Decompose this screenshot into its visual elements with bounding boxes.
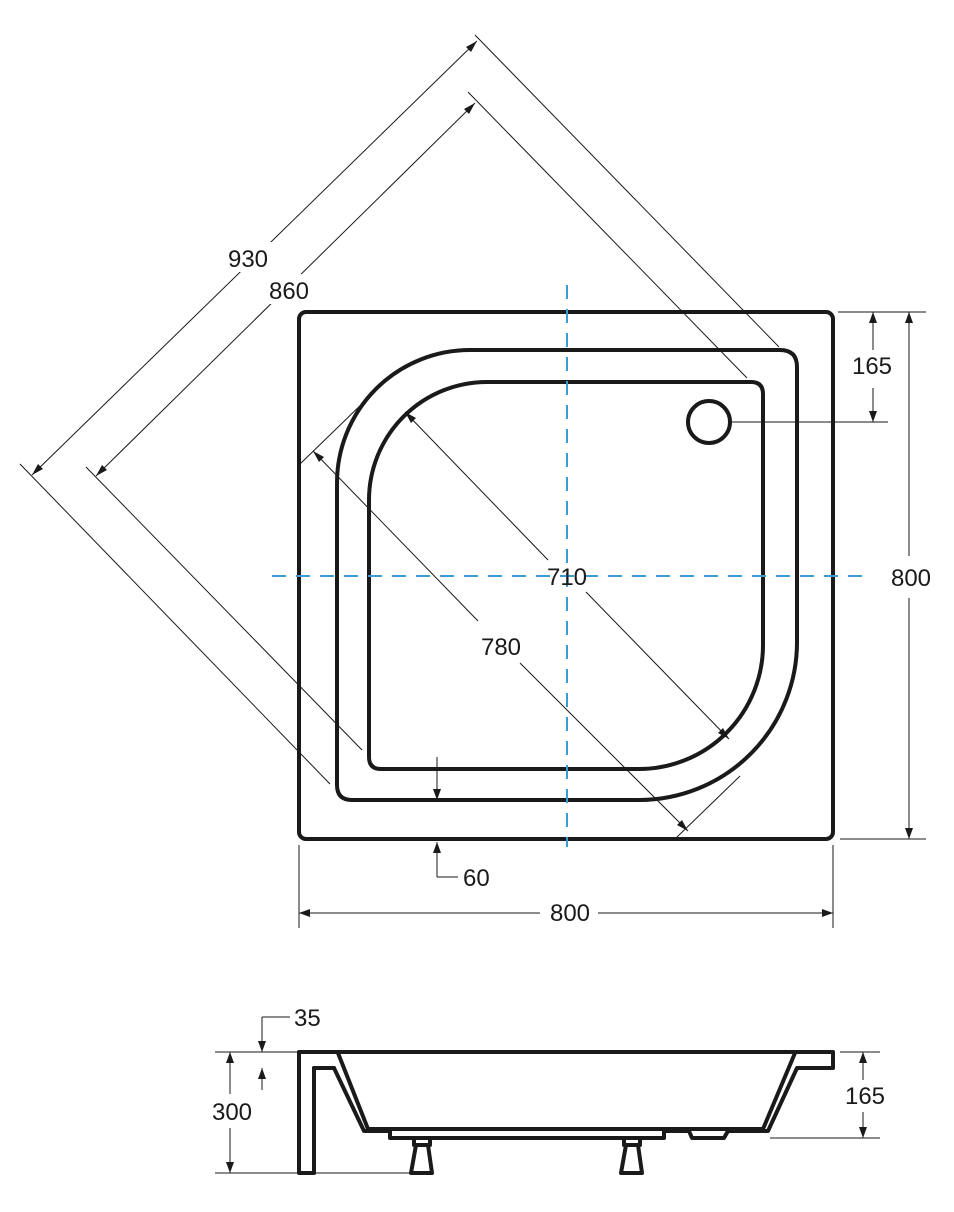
dim-800-height-label: 800 bbox=[891, 565, 931, 592]
dimension-710: 710 bbox=[404, 411, 730, 740]
tray-side-profile bbox=[297, 1050, 835, 1175]
dim-930-label: 930 bbox=[228, 246, 268, 273]
dimension-165-top: 165 bbox=[731, 311, 892, 423]
dim-800-width-label: 800 bbox=[550, 900, 590, 927]
support-foot-left bbox=[409, 1136, 434, 1175]
dimension-930: 930 bbox=[19, 34, 780, 785]
basin-side-inner bbox=[336, 1051, 797, 1131]
dimension-300: 300 bbox=[212, 1051, 410, 1174]
drain-hole bbox=[686, 399, 732, 445]
dimension-800-height: 800 bbox=[840, 311, 931, 840]
dim-710-label: 710 bbox=[547, 564, 587, 591]
basin-rim-outline bbox=[335, 348, 800, 802]
side-view: 35 300 165 bbox=[212, 1005, 885, 1175]
dim-35-label: 35 bbox=[294, 1005, 321, 1032]
dim-60-label: 60 bbox=[463, 865, 490, 892]
basin-floor-outline bbox=[367, 379, 765, 771]
dimension-35: 35 bbox=[258, 1005, 321, 1090]
dimension-165-side: 165 bbox=[770, 1051, 885, 1139]
dim-165-side-label: 165 bbox=[845, 1083, 885, 1110]
dimension-800-width: 800 bbox=[298, 845, 834, 928]
dim-860-label: 860 bbox=[269, 278, 309, 305]
dim-165-top-label: 165 bbox=[852, 353, 892, 380]
dimension-60: 60 bbox=[433, 757, 490, 892]
dim-780-label: 780 bbox=[481, 634, 521, 661]
dimension-780: 780 bbox=[298, 397, 741, 839]
top-view: 930 860 710 780 bbox=[19, 34, 931, 928]
dim-300-label: 300 bbox=[212, 1099, 252, 1126]
dimension-860: 860 bbox=[85, 91, 748, 751]
support-foot-right bbox=[619, 1136, 644, 1175]
